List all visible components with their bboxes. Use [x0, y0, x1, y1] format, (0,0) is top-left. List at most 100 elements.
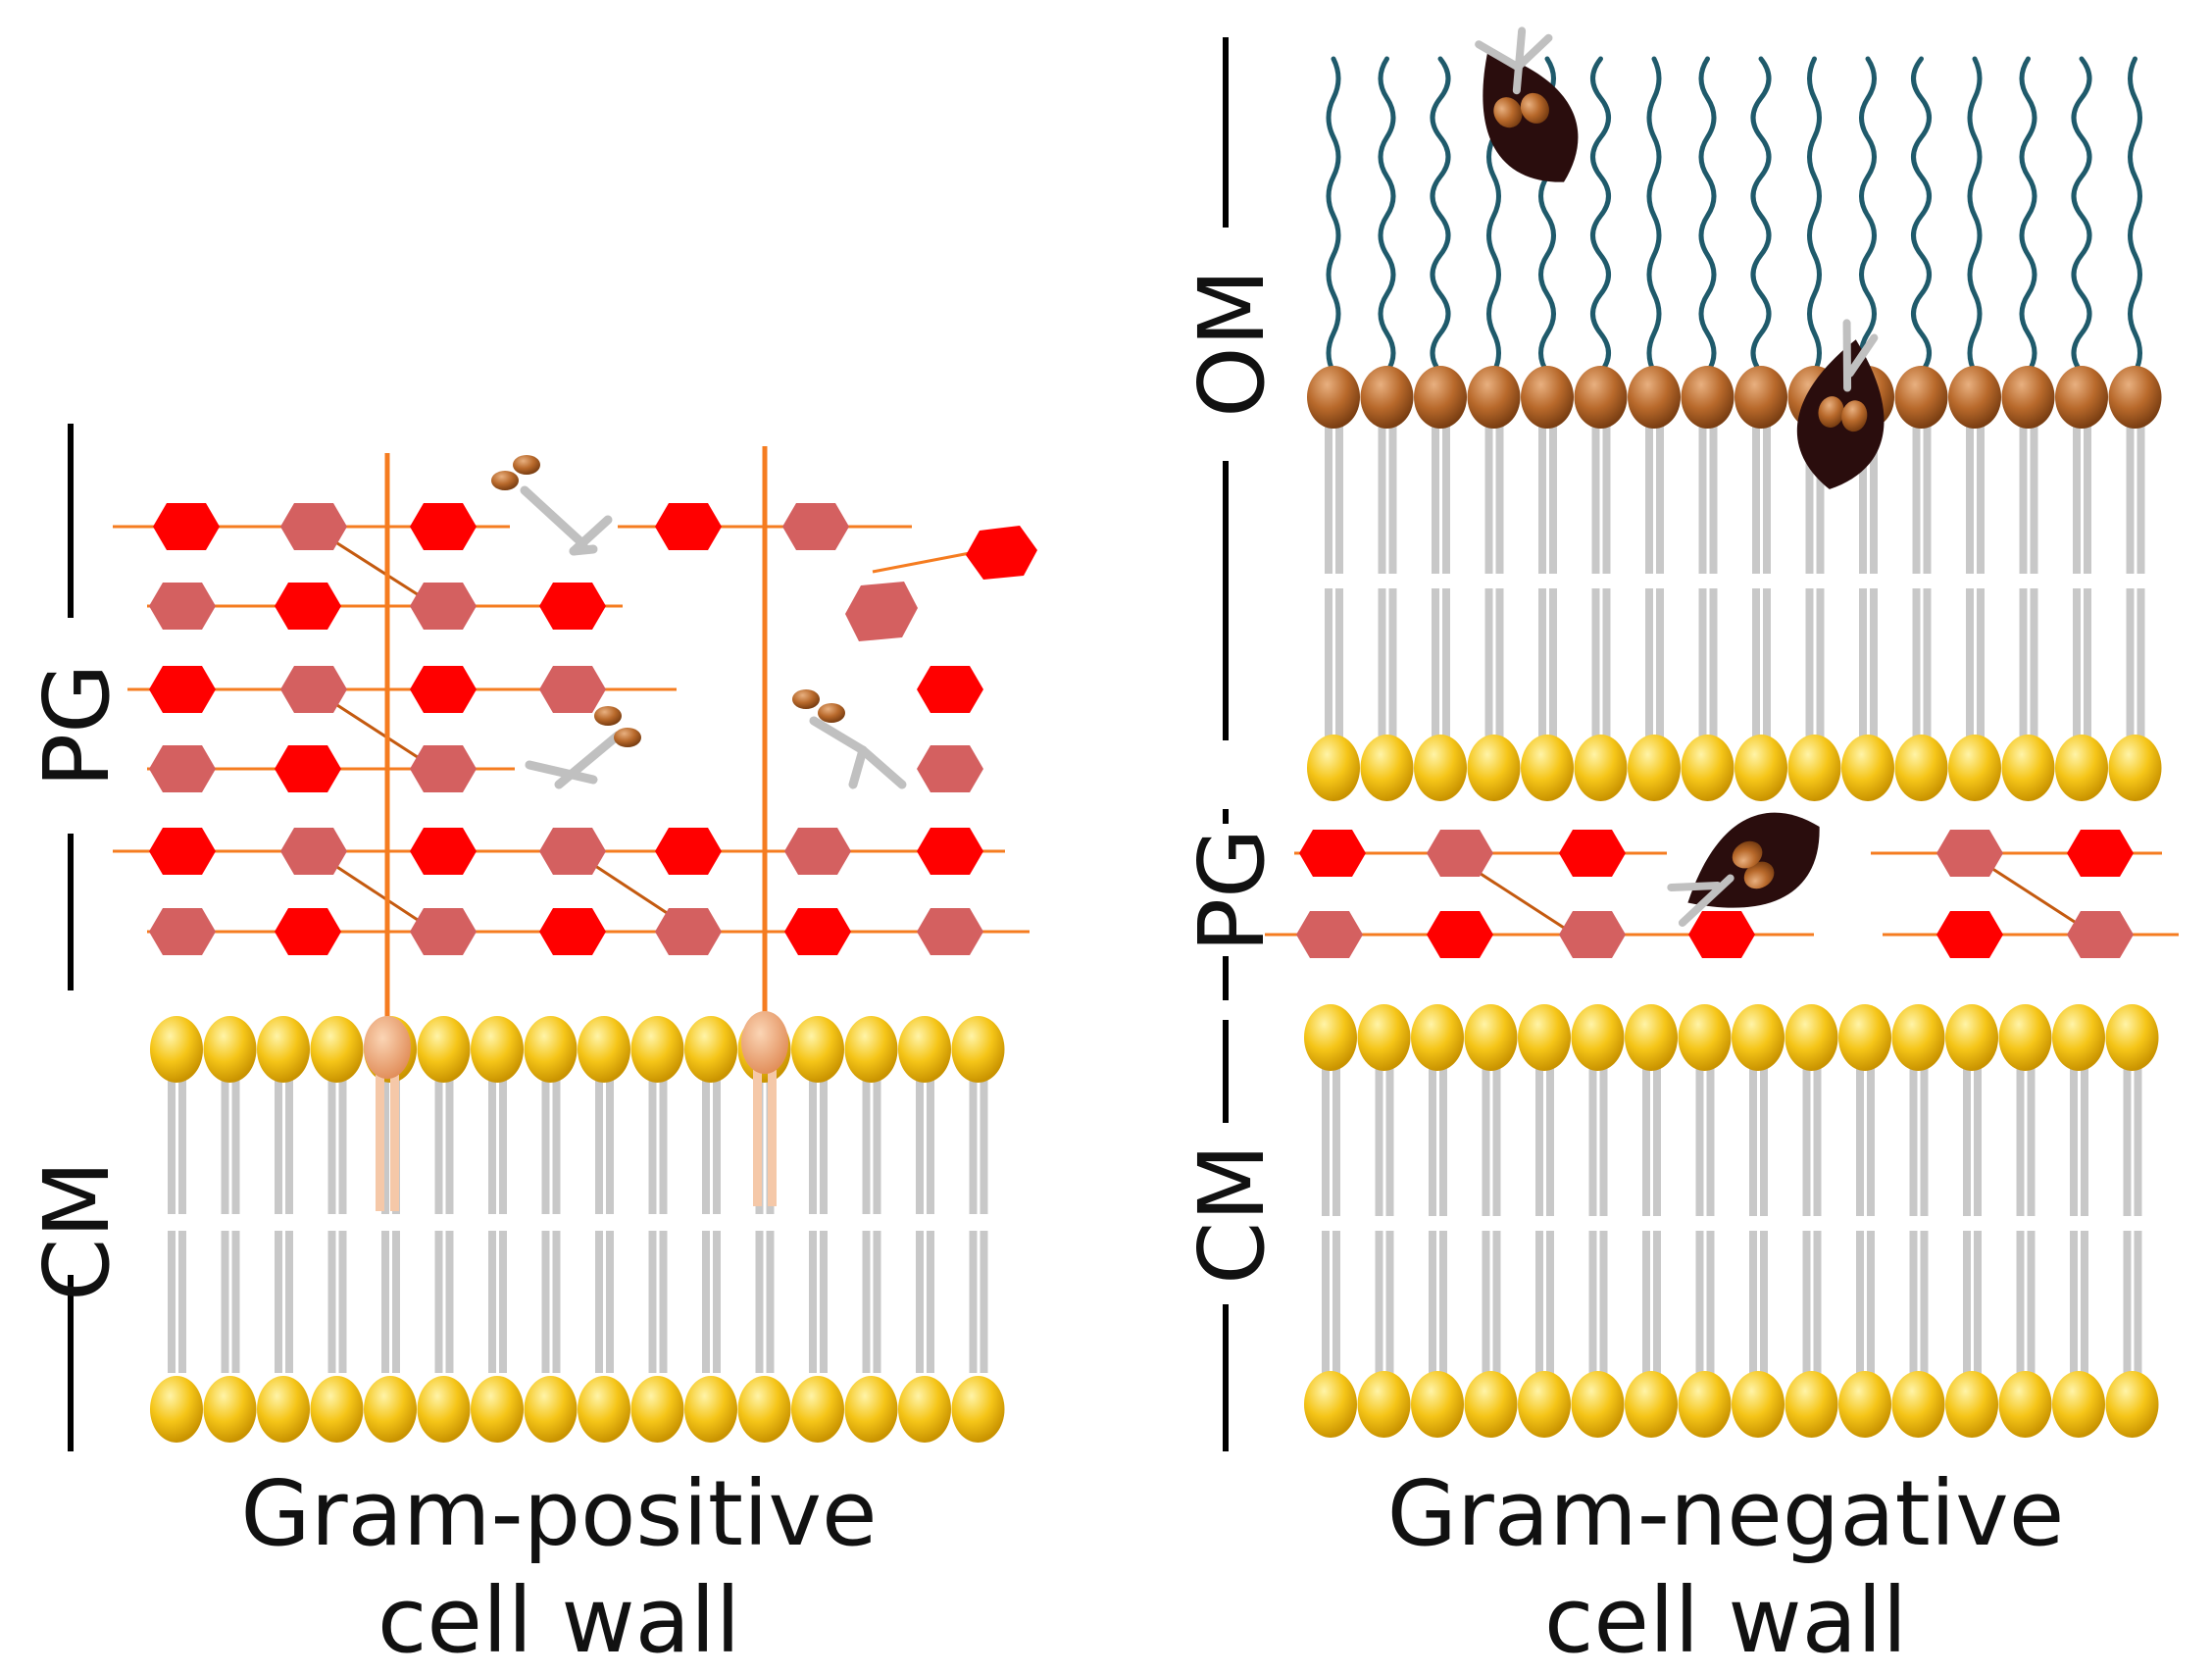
- nam-unit: [1427, 830, 1493, 877]
- gram-negative-panel: OM PG CM: [1180, 26, 2179, 1451]
- lipid-head: [2105, 1004, 2159, 1071]
- lipid-tail: [1859, 588, 1867, 745]
- lipoteichoic-anchor: [741, 1011, 788, 1074]
- lipid-tail: [1816, 588, 1825, 745]
- lps-chain: [2128, 56, 2142, 376]
- lipid-head: [844, 1016, 898, 1083]
- lipid-tail: [702, 1231, 710, 1373]
- lipid-tail: [1805, 588, 1814, 745]
- lipid-head: [898, 1376, 951, 1443]
- lipid-tail: [327, 1231, 336, 1373]
- nag-unit: [655, 828, 722, 875]
- lipid-tail: [980, 1231, 988, 1373]
- lps-chain: [1326, 56, 1341, 376]
- cytoplasmic-membrane-negative: [1304, 1004, 2159, 1438]
- lipid-head: [1518, 1371, 1571, 1438]
- lipid-tail: [275, 1069, 282, 1214]
- outer-membrane: [1307, 366, 2162, 801]
- lps-head: [1307, 366, 1360, 429]
- lipid-tail: [1591, 588, 1600, 745]
- lps-head: [1734, 366, 1787, 429]
- lipoteichoic-anchor: [364, 1016, 411, 1079]
- nam-unit: [539, 828, 606, 875]
- lipid-tail: [2084, 412, 2091, 574]
- lipid-tail: [2016, 1231, 2025, 1388]
- lipid-tail: [488, 1231, 496, 1373]
- lipid-head: [310, 1016, 364, 1083]
- lipid-tail: [1645, 588, 1653, 745]
- lipid-tail: [2073, 412, 2081, 574]
- lipid-head: [1787, 735, 1841, 801]
- lipid-tail: [1484, 412, 1493, 574]
- lipid-tail: [445, 1069, 454, 1214]
- nam-unit: [1559, 911, 1626, 958]
- lps-chain: [1911, 56, 1932, 376]
- lipid-tail: [1378, 412, 1386, 574]
- lipid-head: [364, 1376, 417, 1443]
- lipid-head: [1838, 1004, 1891, 1071]
- lipid-tail: [969, 1231, 978, 1373]
- lipid-tail: [1763, 588, 1771, 745]
- lipid-tail: [1429, 1231, 1436, 1388]
- lipid-tail: [1698, 412, 1707, 574]
- lipid-tail: [1867, 1040, 1875, 1216]
- lipid-tail: [659, 1231, 668, 1373]
- lipid-tails: [168, 1231, 988, 1373]
- lipid-head: [737, 1376, 791, 1443]
- lipid-head: [1571, 1004, 1625, 1071]
- lipid-tail: [1385, 1040, 1394, 1216]
- nam-unit: [280, 503, 347, 550]
- lipid-tail: [2134, 1040, 2142, 1216]
- lipid-tail: [916, 1231, 924, 1373]
- nag-unit: [275, 583, 341, 630]
- nam-unit: [2067, 911, 2134, 958]
- lipid-tail: [2030, 588, 2038, 745]
- nag-unit: [539, 583, 606, 630]
- lipid-tail: [1816, 412, 1825, 574]
- lipid-tail: [2084, 588, 2091, 745]
- lipid-tail: [1535, 1231, 1543, 1388]
- lps-head: [2055, 366, 2108, 429]
- lipid-head: [1464, 1371, 1518, 1438]
- lipid-tail: [1429, 1040, 1436, 1216]
- lipid-head: [1411, 1371, 1464, 1438]
- lps-head: [1948, 366, 2001, 429]
- lipid-tail: [285, 1231, 293, 1373]
- lipid-tail: [2134, 1231, 2142, 1388]
- lipid-head: [150, 1376, 203, 1443]
- nag-unit: [410, 666, 477, 713]
- lipid-head: [2108, 735, 2162, 801]
- lipid-tail: [1963, 1231, 1971, 1388]
- lipid-tail: [168, 1069, 176, 1214]
- lipid-tail: [2019, 412, 2028, 574]
- lipid-tail: [595, 1069, 603, 1214]
- lipid-tail: [1923, 588, 1932, 745]
- lipid-head: [1625, 1004, 1678, 1071]
- lipid-tail: [2123, 1040, 2132, 1216]
- enzyme-drop-icon: [1796, 319, 1885, 489]
- lipid-tail: [766, 1231, 775, 1373]
- lipid-head: [1732, 1371, 1785, 1438]
- lipid-tail: [1653, 1040, 1661, 1216]
- lipid-tail: [2126, 588, 2135, 745]
- lipid-tail: [499, 1069, 507, 1214]
- lipid-tail: [275, 1231, 282, 1373]
- lipid-tail: [1698, 588, 1707, 745]
- lipid-tail: [1535, 1040, 1543, 1216]
- lipid-tail: [755, 1231, 764, 1373]
- lipid-tail: [1322, 1231, 1330, 1388]
- nag-unit: [149, 828, 216, 875]
- lysin-scissors-icon: [525, 706, 641, 789]
- lipid-tail: [285, 1069, 293, 1214]
- lps-chain: [1378, 56, 1396, 376]
- lipid-tail: [820, 1231, 828, 1373]
- lipid-tail: [1645, 412, 1653, 574]
- lipid-tail: [1599, 1231, 1608, 1388]
- lipid-tail: [1870, 412, 1878, 574]
- lipid-tail: [434, 1069, 443, 1214]
- lipid-tail: [648, 1069, 657, 1214]
- lysin-scissors-icon: [491, 455, 613, 556]
- lipid-tail: [2019, 588, 2028, 745]
- lipid-tail: [1977, 412, 1985, 574]
- nam-unit-released: [845, 582, 918, 641]
